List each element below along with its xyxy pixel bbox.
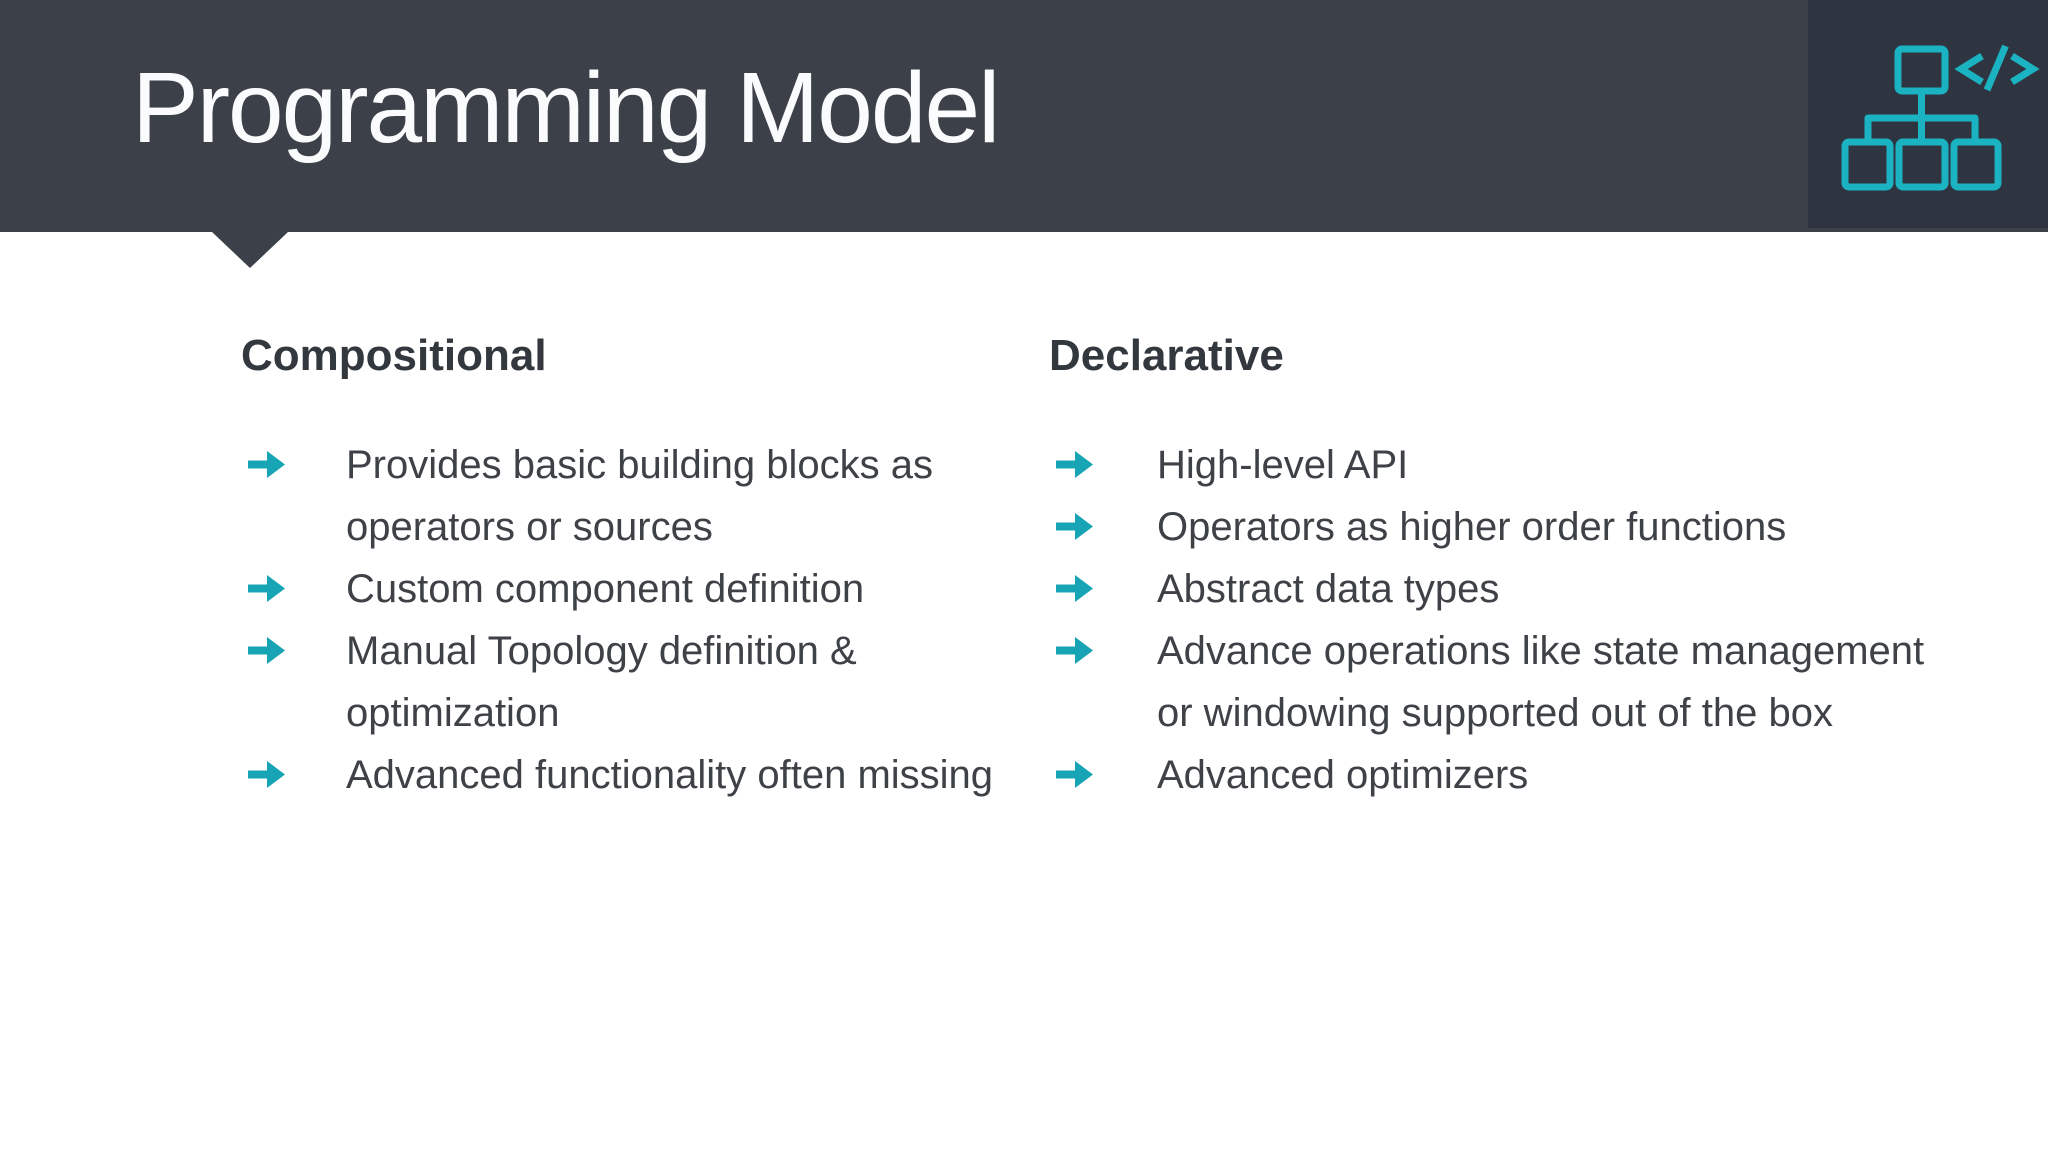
arrow-right-icon	[1049, 434, 1157, 496]
bullet-text: Abstract data types	[1157, 567, 1500, 611]
bullet-item: Abstract data types	[1049, 558, 1937, 620]
arrow-right-icon	[241, 558, 346, 620]
arrow-right-icon	[241, 434, 346, 558]
bullet-text: Advance operations like state management…	[1157, 629, 1925, 735]
column-heading: Declarative	[1049, 331, 1284, 380]
bullet-text: Advanced optimizers	[1157, 753, 1529, 797]
column-compositional: Compositional Provides basic building bl…	[241, 331, 1076, 806]
slide-title: Programming Model	[132, 52, 1000, 164]
header-notch	[212, 232, 288, 268]
bullet-item: Advance operations like state management…	[1049, 620, 1937, 744]
bullet-item: Manual Topology definition & optimizatio…	[241, 620, 1076, 744]
arrow-right-icon	[241, 744, 346, 806]
bullet-item: Custom component definition	[241, 558, 1076, 620]
arrow-right-icon	[1049, 558, 1157, 620]
column-heading: Compositional	[241, 331, 547, 380]
arrow-right-icon	[241, 620, 346, 744]
bullet-text: Custom component definition	[346, 567, 865, 611]
bullet-item: Advanced optimizers	[1049, 744, 1937, 806]
bullet-item: Operators as higher order functions	[1049, 496, 1937, 558]
bullet-item: High-level API	[1049, 434, 1937, 496]
bullet-text: Advanced functionality often missing	[346, 753, 994, 797]
arrow-right-icon	[1049, 620, 1157, 744]
bullet-list: Provides basic building blocks as operat…	[241, 434, 1076, 806]
bullet-text: Operators as higher order functions	[1157, 505, 1787, 549]
bullet-item: Provides basic building blocks as operat…	[241, 434, 1076, 558]
bullet-item: Advanced functionality often missing	[241, 744, 1076, 806]
arrow-right-icon	[1049, 744, 1157, 806]
code-tree-icon	[1841, 44, 2040, 191]
bullet-text: High-level API	[1157, 443, 1409, 487]
logo-tile	[1808, 0, 2048, 228]
bullet-text: Manual Topology definition & optimizatio…	[346, 629, 857, 735]
bullet-text: Provides basic building blocks as operat…	[346, 443, 933, 549]
bullet-list: High-level API Operators as higher order…	[1049, 434, 1937, 806]
header-bar: Programming Model	[0, 0, 2048, 232]
arrow-right-icon	[1049, 496, 1157, 558]
column-declarative: Declarative High-level API Operators as …	[1049, 331, 1937, 806]
